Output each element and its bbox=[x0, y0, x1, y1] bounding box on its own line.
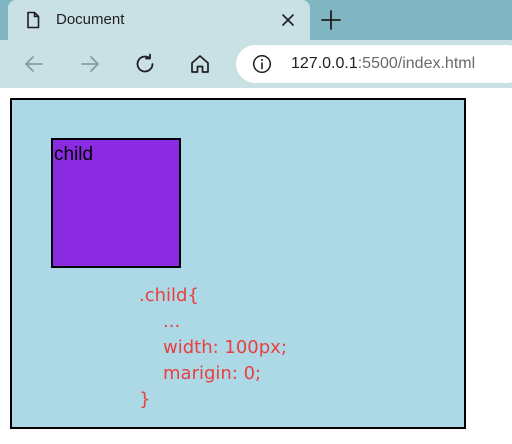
css-code-note: .child{ ... width: 100px; marigin: 0; } bbox=[139, 283, 287, 413]
back-arrow-icon[interactable] bbox=[22, 52, 46, 76]
parent-box: child .child{ ... width: 100px; marigin:… bbox=[10, 98, 466, 429]
reload-icon[interactable] bbox=[133, 52, 157, 76]
tab-strip: Document bbox=[0, 0, 512, 40]
document-icon bbox=[27, 11, 40, 29]
browser-toolbar: 127.0.0.1:5500/index.html bbox=[0, 40, 512, 88]
url-path: :5500/index.html bbox=[357, 55, 476, 72]
info-icon[interactable] bbox=[252, 54, 272, 74]
home-icon[interactable] bbox=[188, 52, 212, 76]
css-margin-line: marigin: 0; bbox=[163, 363, 262, 384]
css-close-line: } bbox=[139, 389, 151, 410]
url-text[interactable]: 127.0.0.1:5500/index.html bbox=[291, 54, 475, 74]
tab-title: Document bbox=[56, 11, 125, 28]
url-host: 127.0.0.1 bbox=[291, 55, 358, 72]
address-bar[interactable]: 127.0.0.1:5500/index.html bbox=[236, 45, 512, 83]
child-box: child bbox=[51, 138, 181, 268]
css-width-line: width: 100px; bbox=[163, 337, 287, 358]
plus-icon[interactable] bbox=[319, 8, 343, 32]
close-icon[interactable] bbox=[280, 12, 296, 28]
forward-arrow-icon[interactable] bbox=[78, 52, 102, 76]
css-ellipsis-line: ... bbox=[163, 311, 181, 332]
tab-document[interactable]: Document bbox=[8, 0, 310, 40]
css-selector-line: .child{ bbox=[139, 285, 199, 306]
child-label: child bbox=[54, 144, 94, 165]
page-viewport: child .child{ ... width: 100px; marigin:… bbox=[0, 88, 512, 444]
